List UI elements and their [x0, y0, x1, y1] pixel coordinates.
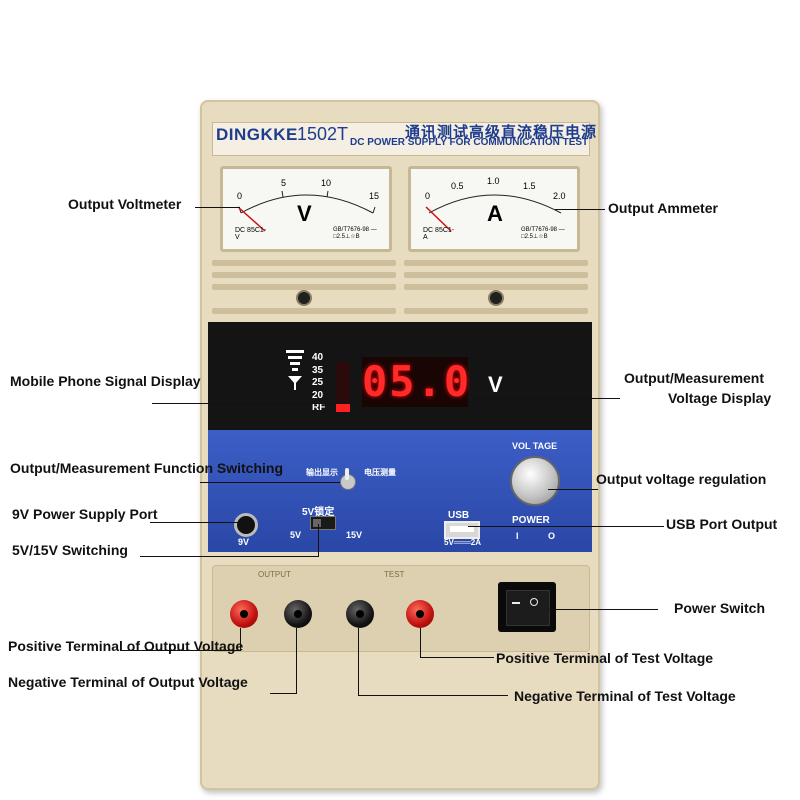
output-positive-terminal[interactable] — [230, 600, 258, 628]
voltmeter-scale-0: 0 — [237, 191, 243, 201]
ammeter-dial — [425, 194, 562, 232]
callout-voltage-display-1: Output/Measurement — [624, 370, 765, 386]
power-label: POWER — [512, 515, 550, 526]
callout-9v-port: 9V Power Supply Port — [12, 506, 158, 522]
callout-output-ammeter: Output Ammeter — [608, 200, 718, 216]
callout-line-voltmeter — [195, 207, 240, 208]
power-on-mark: I — [516, 531, 519, 541]
chinese-title: 通讯测试高级直流稳压电源 — [405, 124, 598, 141]
voltmeter-scale-10: 10 — [321, 178, 332, 188]
left-vents — [212, 258, 396, 320]
callout-line-power — [548, 609, 658, 610]
voltmeter-scale-15: 15 — [369, 191, 380, 201]
callout-line-signal — [152, 403, 340, 404]
power-switch[interactable] — [498, 582, 556, 632]
usb-label: USB — [448, 510, 470, 521]
callout-line-pos-out-h — [120, 650, 241, 651]
callout-function-switching: Output/Measurement Function Switching — [10, 460, 283, 476]
voltage-readout: 05.0 — [362, 357, 472, 407]
callout-line-usb — [468, 526, 664, 527]
voltmeter-right-note: GB/T7676-98 —□2.5⊥☆B — [333, 227, 377, 240]
voltmeter-zero-adjust-screw[interactable] — [296, 290, 312, 306]
callout-usb-output: USB Port Output — [666, 516, 778, 532]
callout-line-neg-test-v — [358, 628, 359, 696]
lock-5v-label: 5V — [290, 530, 302, 540]
callout-voltage-display-2: Voltage Display — [668, 390, 772, 406]
ammeter-left-note: DC 85C1-A — [423, 227, 455, 241]
signal-level-25: 25 — [312, 377, 324, 388]
ammeter-scale-1-5: 1.5 — [523, 181, 536, 191]
callout-line-function-switch — [200, 482, 340, 483]
test-positive-terminal[interactable] — [406, 600, 434, 628]
ammeter-scale-1-0: 1.0 — [487, 176, 500, 186]
voltmeter-unit: V — [297, 201, 312, 226]
callout-neg-test: Negative Terminal of Test Voltage — [514, 688, 736, 704]
lock-15v-label: 15V — [346, 530, 363, 540]
test-section-label: TEST — [384, 570, 405, 579]
signal-bars-icon — [286, 350, 304, 390]
signal-level-scale: 40 35 25 20 RF — [312, 352, 325, 415]
callout-line-voltage-display — [472, 398, 620, 399]
voltmeter: 0 5 10 15 V DC 85C1-V GB/T7676-98 —□2.5⊥… — [220, 166, 392, 252]
5v-15v-slide-switch[interactable] — [310, 516, 336, 530]
ammeter-zero-adjust-screw[interactable] — [488, 290, 504, 306]
ammeter-scale-0: 0 — [425, 191, 431, 201]
signal-level-35: 35 — [312, 364, 324, 376]
ammeter-unit: A — [487, 201, 503, 226]
signal-bar-graph — [336, 362, 350, 402]
callout-line-pos-out-v — [240, 628, 241, 650]
signal-level-rf: RF — [312, 402, 326, 413]
power-off-mark: O — [548, 531, 556, 541]
brand-name: DINGKKE — [216, 125, 298, 144]
signal-bar-led — [336, 404, 350, 412]
callout-signal-display: Mobile Phone Signal Display — [10, 373, 201, 389]
callout-line-neg-out-h — [270, 693, 297, 694]
output-negative-terminal[interactable] — [284, 600, 312, 628]
switch-right-label: 电压测量 — [364, 468, 396, 477]
brand-strip — [212, 122, 590, 156]
voltmeter-scale-5: 5 — [281, 178, 287, 188]
model-number: 1502T — [297, 124, 349, 144]
9v-port[interactable] — [234, 513, 258, 537]
callout-line-ammeter — [555, 209, 605, 210]
callout-5v15v-switching: 5V/15V Switching — [12, 542, 128, 558]
switch-left-label: 输出显示 — [306, 468, 338, 477]
callout-line-voltage-knob — [548, 489, 598, 490]
output-section-label: OUTPUT — [258, 570, 291, 579]
ammeter-scale-2-0: 2.0 — [553, 191, 566, 201]
callout-line-pos-test-v — [420, 628, 421, 658]
callout-line-neg-out-v — [296, 628, 297, 694]
callout-line-5v15v-v — [318, 524, 319, 557]
callout-output-voltmeter: Output Voltmeter — [68, 196, 182, 212]
voltage-readout-unit: V — [488, 372, 503, 397]
callout-pos-output: Positive Terminal of Output Voltage — [8, 638, 244, 654]
voltage-knob-label: VOL TAGE — [512, 441, 558, 451]
9v-port-label: 9V — [238, 537, 250, 547]
callout-line-pos-test-h — [420, 657, 494, 658]
voltmeter-left-note: DC 85C1-V — [235, 227, 267, 241]
callout-power-switch: Power Switch — [674, 600, 766, 616]
callout-pos-test: Positive Terminal of Test Voltage — [496, 650, 714, 666]
english-title: DC POWER SUPPLY FOR COMMUNICATION TEST — [350, 137, 589, 148]
callout-line-neg-test-h — [358, 695, 508, 696]
function-toggle-switch[interactable] — [338, 468, 356, 492]
voltage-adjust-knob[interactable] — [510, 456, 560, 506]
ammeter-scale-0-5: 0.5 — [451, 181, 464, 191]
right-vents — [404, 258, 588, 320]
callout-neg-output: Negative Terminal of Output Voltage — [8, 674, 248, 690]
callout-voltage-regulation: Output voltage regulation — [596, 471, 767, 487]
ammeter: 0 0.5 1.0 1.5 2.0 A DC 85C1-A GB/T7676-9… — [408, 166, 580, 252]
lock-label: 5V锁定 — [302, 507, 335, 518]
signal-level-20: 20 — [312, 389, 324, 401]
ammeter-right-note: GB/T7676-98 —□2.5⊥☆B — [521, 227, 565, 240]
test-negative-terminal[interactable] — [346, 600, 374, 628]
signal-level-40: 40 — [312, 352, 324, 363]
usb-rating: 5V═══2A — [444, 538, 482, 547]
voltmeter-dial — [237, 190, 376, 232]
callout-line-5v15v-h — [140, 556, 318, 557]
callout-line-9v — [150, 522, 238, 523]
usb-port[interactable] — [444, 521, 480, 539]
